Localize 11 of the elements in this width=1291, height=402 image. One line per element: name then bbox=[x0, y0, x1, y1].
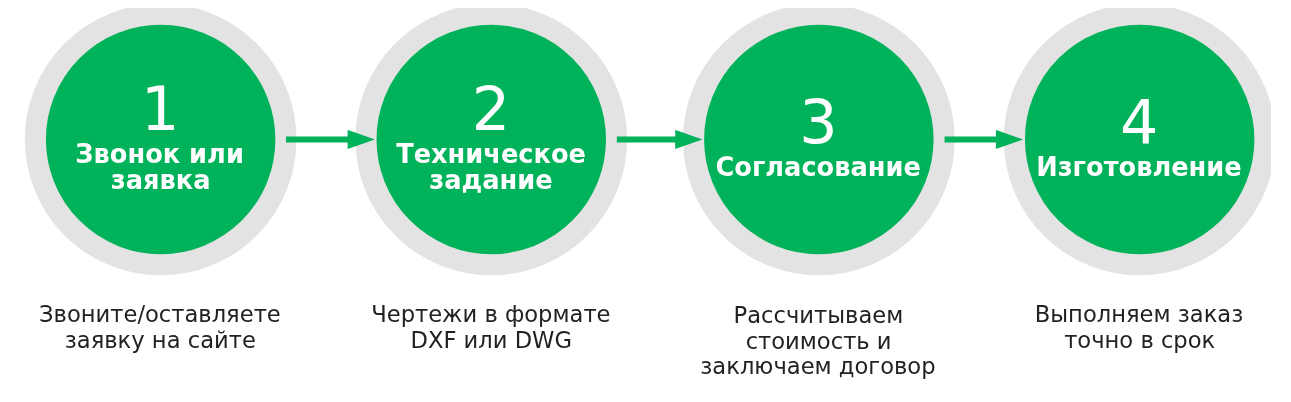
node-label: Выполняем заказ точно в срок bbox=[1034, 301, 1243, 353]
node-label: Рассчитываем стоимость и заключаем договор bbox=[699, 301, 936, 380]
node-label: Звоните/оставляете заявку на сайте bbox=[38, 301, 281, 353]
node-circle: 4 Изготовление bbox=[1003, 8, 1271, 276]
arrow bbox=[616, 129, 702, 150]
arrow bbox=[944, 129, 1023, 150]
node-circle: 1 Звонок или заявка bbox=[24, 8, 296, 276]
node-circle: 3 Согласование bbox=[682, 8, 955, 276]
node-label: Чертежи в формате DXF или DWG bbox=[370, 301, 611, 353]
node-circle: 2 Техническое задание bbox=[354, 8, 627, 276]
arrow bbox=[285, 129, 375, 150]
